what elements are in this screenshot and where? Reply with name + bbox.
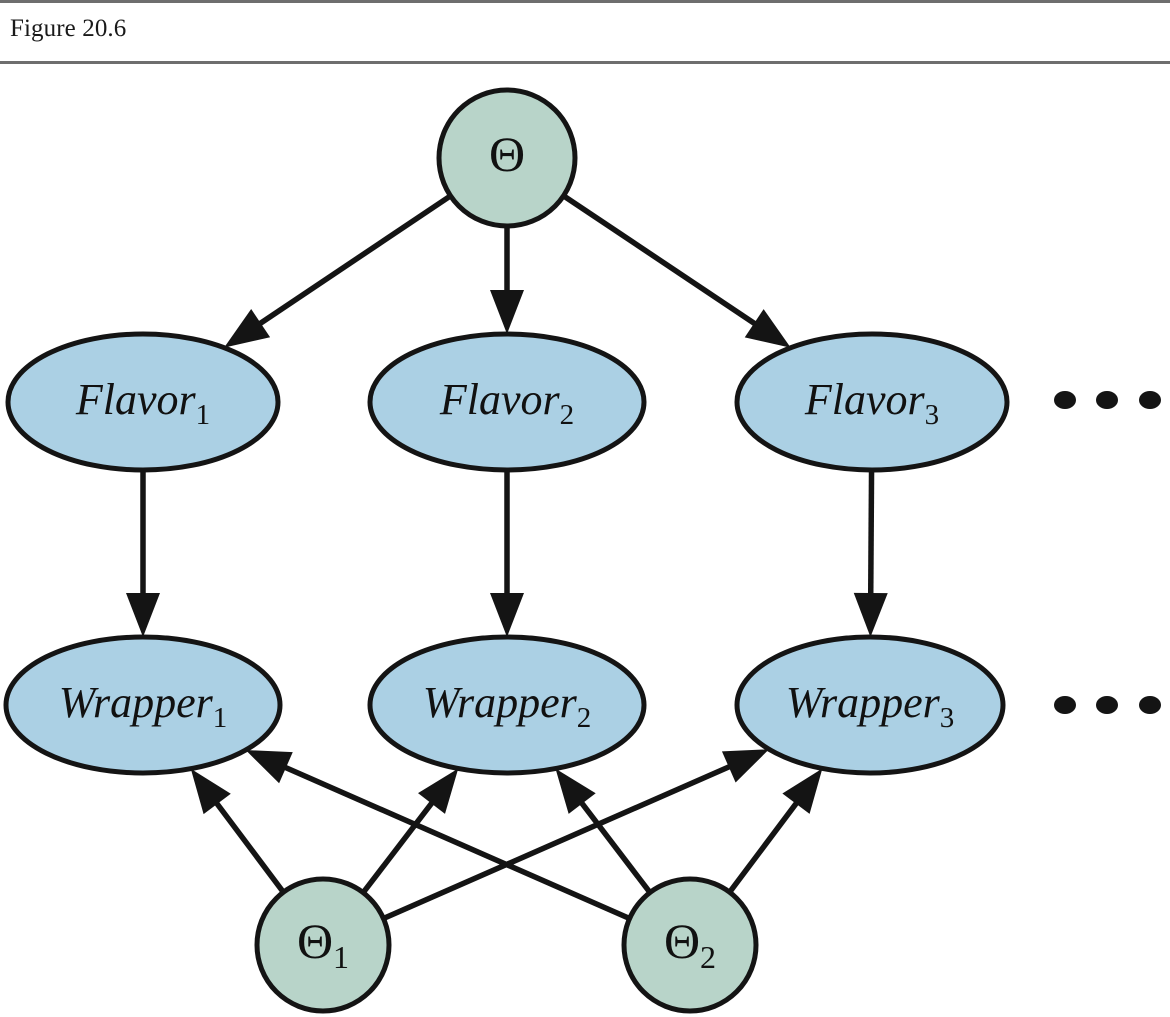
arrow-head-icon <box>782 768 823 814</box>
arrow-head-icon <box>245 750 293 784</box>
edge-flavor1-wrapper1 <box>126 470 160 637</box>
edge-shaft <box>382 763 733 922</box>
arrow-head-icon <box>190 768 231 815</box>
node-flavor-2[interactable]: Flavor2 <box>367 331 647 473</box>
figure-caption: Figure 20.6 <box>10 15 127 42</box>
node-theta-2[interactable]: Θ2 <box>621 876 759 1014</box>
edge-theta1-wrapper3 <box>382 749 770 922</box>
edge-shaft <box>256 193 453 328</box>
node-label: Θ2 <box>664 913 716 975</box>
arrow-head-icon <box>224 309 271 348</box>
node-ellipse <box>734 634 1006 776</box>
edge-shaft <box>578 799 653 895</box>
ellipsis-dot-2 <box>1096 390 1118 410</box>
edge-theta2-wrapper1 <box>245 750 631 922</box>
dots-wrapper-row <box>1054 695 1161 715</box>
edge-flavor3-wrapper3 <box>853 469 888 638</box>
ellipsis-dot-3 <box>1139 390 1161 410</box>
node-theta-1[interactable]: Θ1 <box>254 876 392 1014</box>
ellipsis-dot-2 <box>1096 695 1118 715</box>
edges-layer <box>126 193 888 922</box>
edge-shaft <box>727 799 800 894</box>
figure-header: Figure 20.6 <box>0 0 1170 64</box>
node-circle <box>436 87 578 229</box>
ellipsis-dot-1 <box>1054 390 1076 410</box>
edge-theta2-wrapper3 <box>727 768 823 894</box>
node-circle <box>621 876 759 1014</box>
arrow-head-icon <box>490 290 524 334</box>
arrow-head-icon <box>555 768 596 814</box>
node-ellipse <box>5 331 281 473</box>
node-label: Θ <box>489 126 525 182</box>
edge-theta-flavor2 <box>490 226 524 334</box>
edge-flavor2-wrapper2 <box>490 470 524 637</box>
node-circle <box>254 876 392 1014</box>
node-label: Flavor3 <box>804 375 939 431</box>
dots-layer <box>1054 390 1161 715</box>
arrow-head-icon <box>721 749 770 783</box>
edge-shaft <box>562 193 759 328</box>
arrow-head-icon <box>418 768 459 814</box>
node-ellipse <box>3 634 283 776</box>
arrow-head-icon <box>490 593 524 637</box>
node-label: Wrapper3 <box>786 678 955 734</box>
arrow-head-icon <box>744 309 791 348</box>
dots-flavor-row <box>1054 390 1161 410</box>
node-flavor-3[interactable]: Flavor3 <box>734 331 1010 473</box>
node-ellipse <box>367 331 647 473</box>
node-ellipse <box>734 331 1010 473</box>
node-label: Wrapper2 <box>423 678 592 734</box>
arrow-head-icon <box>126 593 160 637</box>
edge-shaft <box>213 799 286 894</box>
arrow-head-icon <box>853 592 888 638</box>
node-wrapper-1[interactable]: Wrapper1 <box>3 634 283 776</box>
node-ellipse <box>367 634 647 776</box>
node-flavor-1[interactable]: Flavor1 <box>5 331 281 473</box>
node-label: Θ1 <box>297 913 349 975</box>
edge-shaft <box>360 799 436 895</box>
ellipsis-dot-3 <box>1139 695 1161 715</box>
node-wrapper-2[interactable]: Wrapper2 <box>367 634 647 776</box>
node-label: Flavor2 <box>439 375 574 431</box>
edge-theta-flavor1 <box>224 193 453 348</box>
node-wrapper-3[interactable]: Wrapper3 <box>734 634 1006 776</box>
edge-theta1-wrapper2 <box>360 768 459 895</box>
node-label: Wrapper1 <box>59 678 228 734</box>
edge-theta-flavor3 <box>562 193 791 348</box>
edge-theta1-wrapper1 <box>190 768 286 894</box>
edge-theta2-wrapper2 <box>555 768 653 895</box>
edge-shaft <box>867 469 875 597</box>
node-theta-root[interactable]: Θ <box>436 87 578 229</box>
node-label: Flavor1 <box>75 375 210 431</box>
edge-shaft <box>282 763 631 922</box>
ellipsis-dot-1 <box>1054 695 1076 715</box>
